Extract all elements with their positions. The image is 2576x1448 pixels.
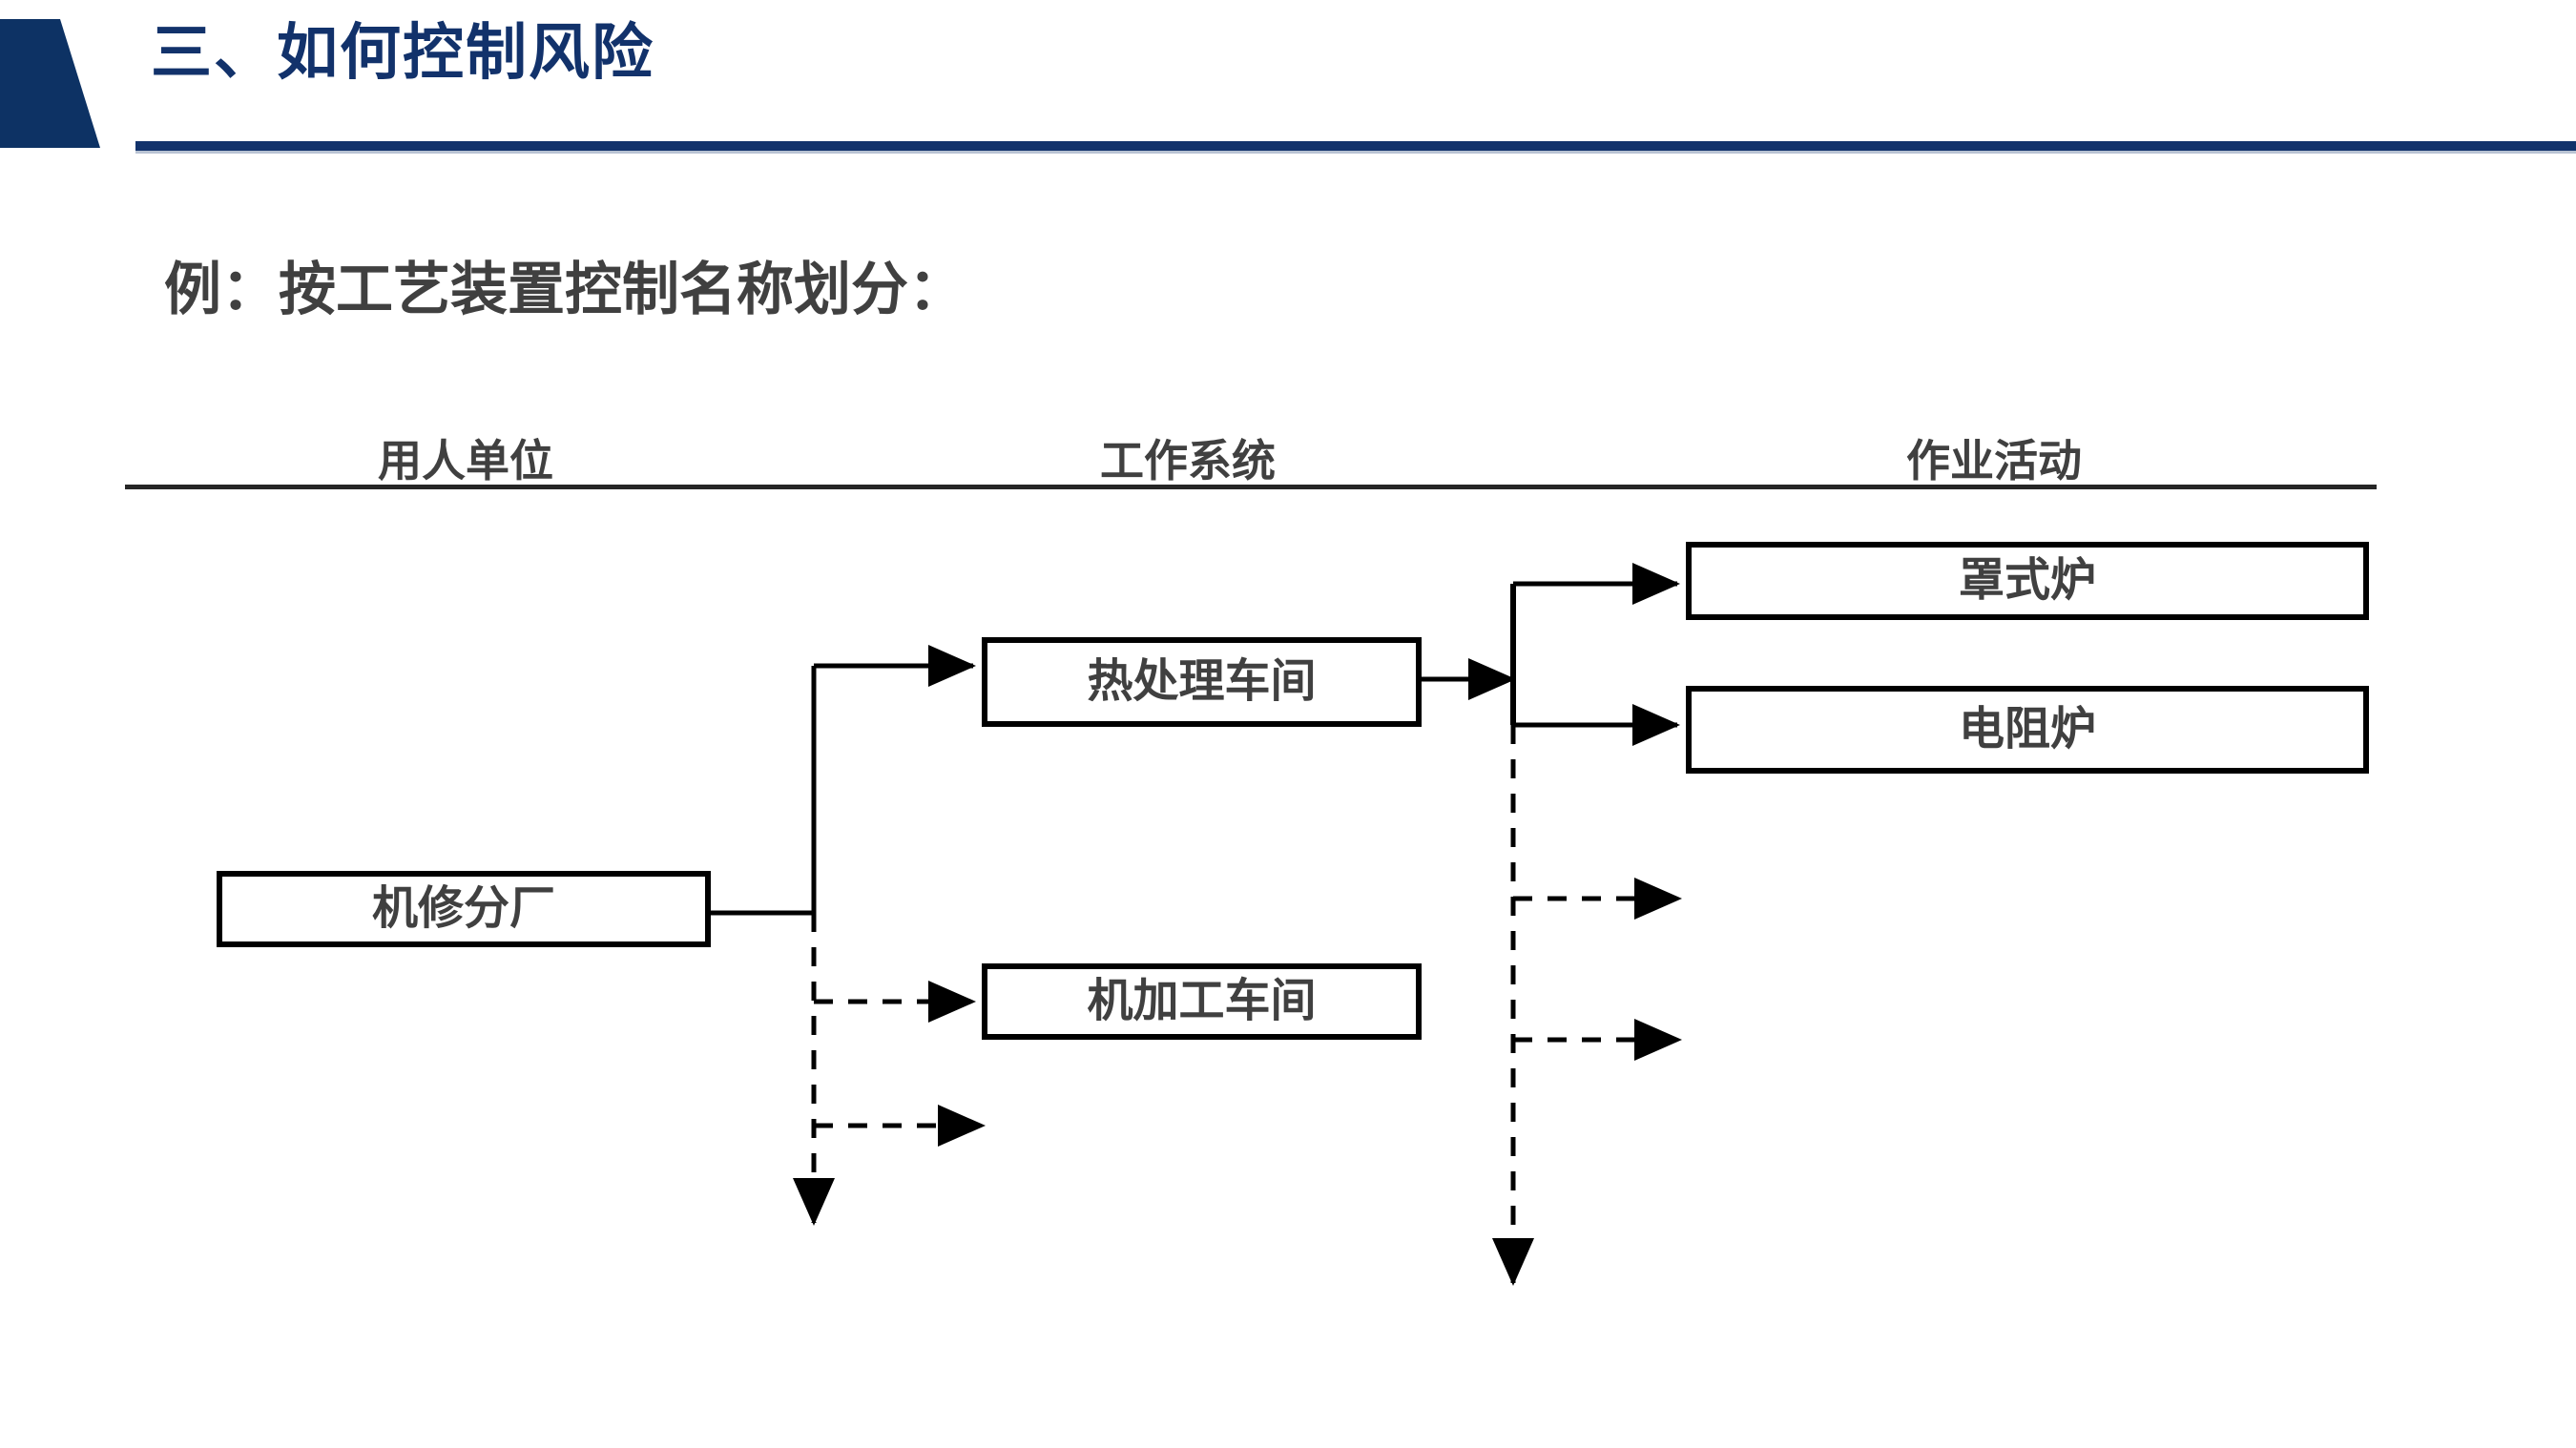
node-box-org[interactable]: 机修分厂 — [217, 871, 711, 947]
header-divider-shadow — [135, 151, 2576, 154]
column-header-divider — [125, 485, 2377, 489]
node-label-org: 机修分厂 — [371, 883, 555, 934]
node-label-resistance-furnace: 电阻炉 — [1958, 704, 2096, 755]
subtitle-text: 例：按工艺装置控制名称划分： — [164, 258, 966, 321]
node-box-heat-treatment[interactable]: 热处理车间 — [982, 637, 1422, 727]
node-label-bell-furnace: 罩式炉 — [1958, 555, 2096, 606]
header-divider — [135, 141, 2576, 151]
node-box-machining[interactable]: 机加工车间 — [982, 963, 1422, 1040]
slide-header: 三、如何控制风险 — [0, 0, 2576, 154]
column-header-activity: 作业活动 — [1906, 436, 2082, 486]
node-box-bell-furnace[interactable]: 罩式炉 — [1686, 542, 2369, 620]
column-header-work-system: 工作系统 — [1100, 436, 1276, 486]
node-box-resistance-furnace[interactable]: 电阻炉 — [1686, 686, 2369, 774]
node-label-heat-treatment: 热处理车间 — [1087, 656, 1317, 707]
column-header-employer: 用人单位 — [378, 436, 553, 486]
page-title: 三、如何控制风险 — [151, 18, 654, 87]
node-label-machining: 机加工车间 — [1087, 976, 1317, 1026]
edge-org-trunk — [711, 645, 977, 916]
